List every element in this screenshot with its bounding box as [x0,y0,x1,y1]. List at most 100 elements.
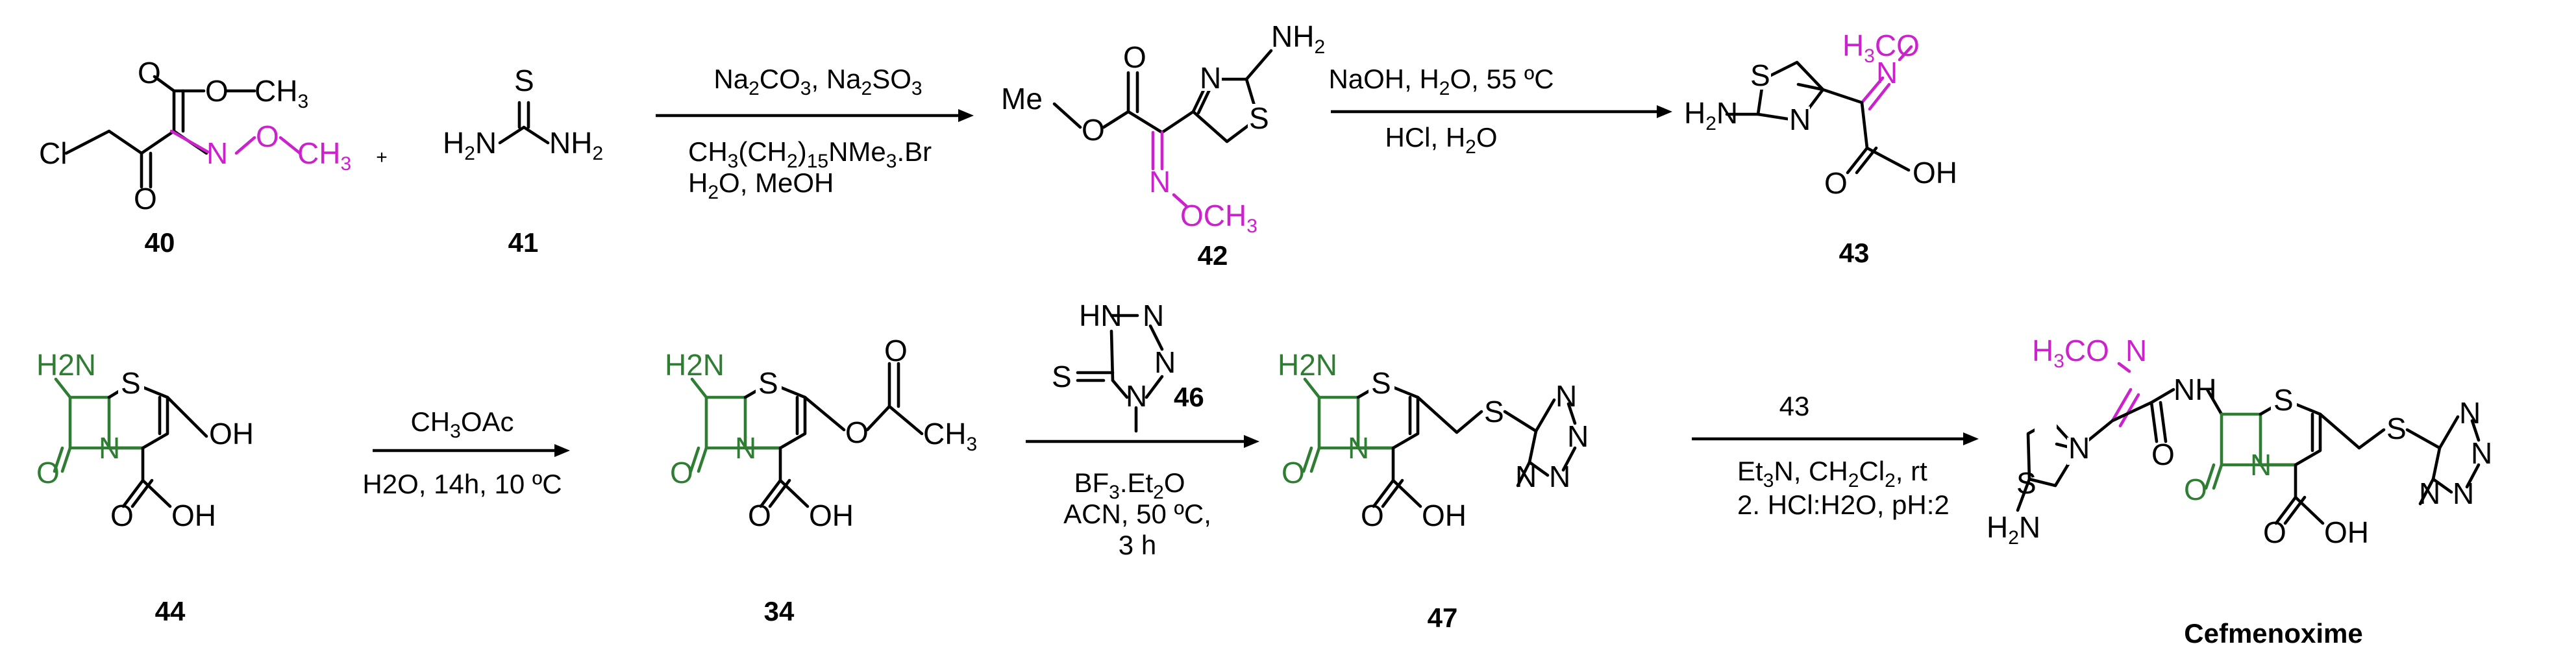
atom-label: O [1361,499,1384,532]
compound-number-43: 43 [1839,238,1870,268]
reaction-arrow-step2 [1331,105,1672,118]
atom-label: S [1052,360,1072,393]
atom-label: Me [1001,82,1043,116]
atom-label: Cl [39,136,67,170]
atom-label: H3CO [2032,334,2109,372]
compound-40-structure: Cl O O O CH3 N O CH3 [39,56,351,216]
compound-number-34: 34 [764,596,795,626]
atom-label: H2N [1684,96,1738,134]
atom-label: H2N [443,126,497,164]
atom-label: O [205,74,229,108]
atom-label: N [1549,460,1570,493]
reaction-arrow-step4 [1026,435,1259,448]
atom-label: N [1876,56,1898,90]
compound-number-42: 42 [1198,240,1228,271]
atom-label: CH3 [254,74,308,112]
step2-condition-2: HCl, H2O [1385,122,1497,158]
atom-label: N [2471,436,2492,470]
atom-label: O [748,499,771,532]
atom-label: N [735,431,756,465]
atom-label: S [1750,58,1770,92]
step3-condition-1: CH3OAc [410,406,514,442]
atom-label: N [2459,396,2481,430]
atom-label: H2N [1987,510,2040,549]
compound-42-structure: Me O O N S NH2 N OCH3 [1001,19,1325,237]
atom-label: CH3 [297,136,351,175]
atom-label: O [36,456,60,490]
atom-label: O [138,56,161,90]
step1-condition-3: H2O, MeOH [688,167,834,203]
compound-number-47: 47 [1428,602,1458,633]
atom-label: O [2151,438,2175,471]
atom-label: OH [209,417,254,451]
atom-label: O [1082,113,1105,147]
atom-label: O [1824,166,1848,200]
compound-number-40: 40 [145,227,175,258]
reagent-number-46: 46 [1174,382,1204,412]
atom-label: HN [1079,299,1122,332]
atom-label: N [1555,379,1577,413]
atom-label: N [2068,431,2090,465]
atom-label: S [1484,395,1504,428]
atom-label: NH2 [549,126,603,164]
compound-44-structure: H2N O N S OH O OH [36,348,254,532]
atom-label: S [514,64,534,97]
atom-label: S [2386,412,2407,445]
atom-label: H3CO [1842,29,1920,67]
atom-label: S [1249,101,1269,135]
atom-label: N [2250,448,2272,482]
compound-47-structure: H2N O N S S N N N N O OH [1278,348,1589,532]
atom-label: H2N [36,348,96,382]
compound-name-cefmenoxime: Cefmenoxime [2184,618,2362,649]
compound-46-structure: HN N N N S [1052,299,1176,433]
step5-condition-1: Et3N, CH2Cl2, rt [1737,456,1927,491]
atom-label: OH [1913,156,1957,190]
reaction-arrow-step3 [373,444,570,457]
atom-label: N [1154,345,1176,379]
atom-label: O [256,119,279,153]
atom-label: H2N [665,348,724,382]
atom-label: N [1200,61,1221,95]
step4-condition-2: ACN, 50 ºC, [1063,499,1211,529]
reaction-arrow-step5 [1692,432,1979,445]
atom-label: O [2263,515,2286,549]
compound-41-structure: S H2N NH2 [443,64,603,164]
atom-label: N [1149,165,1170,199]
atom-label: O [1123,40,1146,74]
atom-label: N [99,431,120,465]
atom-label: O [670,456,693,490]
compound-34-structure: H2N O N S O O CH3 O OH [665,334,977,532]
atom-label: OH [171,499,216,532]
step1-condition-1: Na2CO3, Na2SO3 [713,64,922,99]
atom-label: O [2184,473,2207,506]
step1-condition-2: CH3(CH2)15NMe3.Br [688,136,932,172]
atom-label: S [2273,383,2294,417]
atom-label: N [2419,477,2440,510]
atom-label: H2N [1278,348,1337,382]
atom-label: OCH3 [1180,199,1257,237]
atom-label: O [845,415,869,449]
step4-condition-1: BF3.Et2O [1074,467,1185,503]
atom-label: OH [1422,499,1467,532]
atom-label: N [1126,379,1147,413]
reaction-arrow-step1 [656,109,974,122]
atom-label: N [206,136,228,170]
atom-label: OH [809,499,854,532]
atom-label: NH [2174,373,2216,406]
step2-condition-1: NaOH, H2O, 55 ºC [1328,64,1554,99]
atom-label: O [110,499,134,532]
atom-label: N [1348,431,1369,465]
cefmenoxime-structure: S N H2N H3CO N O NH O N S S N N N N O OH [1987,334,2492,549]
atom-label: N [1143,299,1164,332]
compound-number-41: 41 [508,227,539,258]
compound-43-structure: S N H2N N H3CO O OH [1684,29,1957,200]
step4-condition-3: 3 h [1119,530,1156,560]
atom-label: S [2016,466,2037,500]
step5-condition-2: 2. HCl:H2O, pH:2 [1737,490,1950,520]
atom-label: N [1515,460,1537,493]
atom-label: CH3 [923,417,977,455]
compound-number-44: 44 [155,596,186,626]
atom-label: NH2 [1271,19,1325,58]
plus-sign: + [376,147,388,168]
